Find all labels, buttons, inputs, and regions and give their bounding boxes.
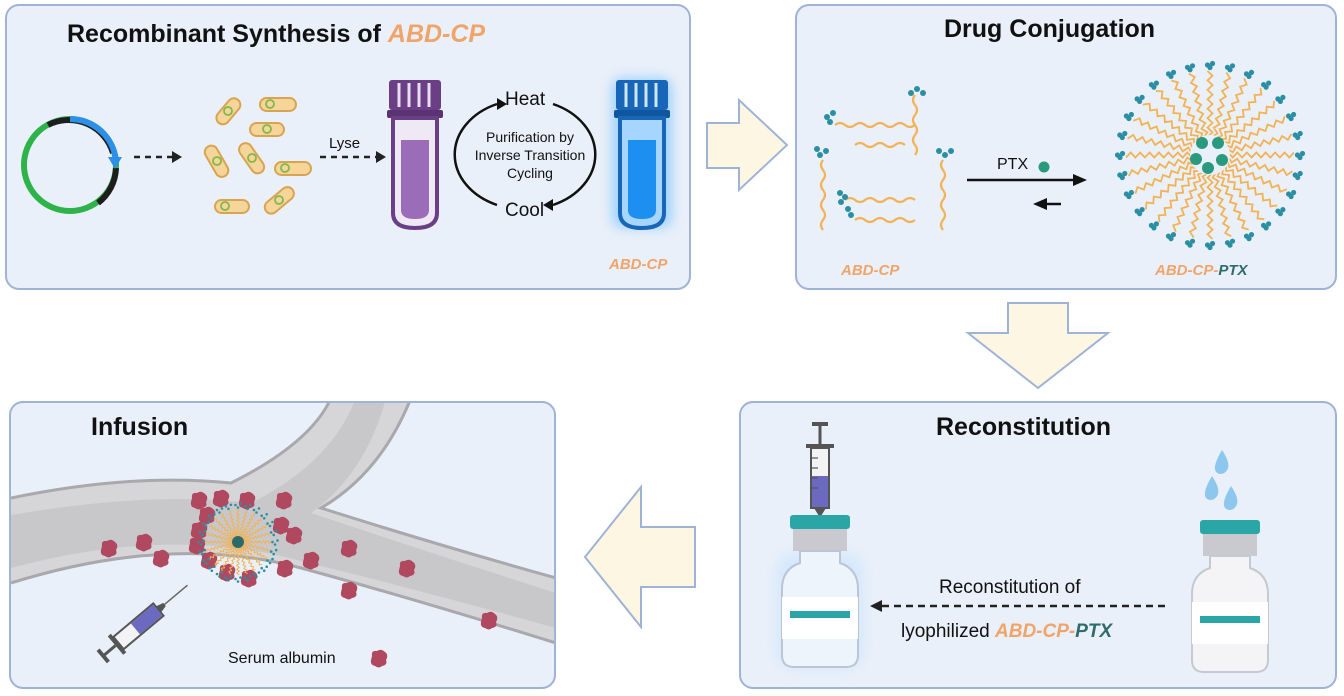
water-drops-icon [1204, 450, 1238, 510]
lyophilized-vial-icon [1191, 520, 1269, 673]
purification-line3: Cycling [507, 165, 553, 181]
ptx-label: PTX [997, 156, 1029, 173]
reconstitution-caption-line1: Reconstitution of [939, 577, 1081, 598]
free-polymer-chains [814, 86, 954, 231]
reconstitution-caption-b: PTX [1075, 621, 1113, 642]
panel-synthesis [5, 4, 691, 290]
reconstitution-caption-prefix: lyophilized [901, 621, 995, 642]
flow-arrow-down [965, 302, 1111, 390]
conjugation-left-label: ABD-CP [841, 262, 900, 279]
purification-line2: Inverse Transition [474, 147, 586, 163]
heat-label: Heat [505, 89, 546, 110]
synthesis-title: Recombinant Synthesis of ABD-CP [67, 20, 485, 49]
product-tube-icon [612, 78, 672, 231]
itc-cycle-icon [453, 98, 597, 211]
conjugation-right-label: ABD-CP-PTX [1155, 262, 1248, 279]
reconstitution-caption-a: ABD-CP- [995, 621, 1076, 642]
glowing-vial-icon [778, 515, 862, 668]
bacteria-icon [203, 97, 312, 215]
infusion-title: Infusion [91, 413, 189, 441]
synthesis-product-label: ABD-CP [609, 256, 668, 273]
micelle-icon [1114, 60, 1306, 251]
plasmid-icon [21, 115, 122, 214]
reconstitution-title: Reconstitution [936, 413, 1111, 441]
reconstitution-caption-line2: lyophilized ABD-CP-PTX [901, 621, 1112, 643]
dashed-arrow-reconstitution [870, 600, 1166, 612]
serum-albumin-legend-icon [370, 649, 388, 668]
panel-infusion [9, 401, 556, 689]
flow-arrow-left [583, 484, 696, 630]
micelle-in-vessel-icon [197, 502, 279, 583]
syringe-icon [806, 422, 834, 548]
ptx-drug-icon [1038, 161, 1050, 173]
cool-label: Cool [505, 200, 545, 221]
lysate-tube-icon [387, 80, 443, 231]
synthesis-title-accent: ABD-CP [387, 20, 486, 48]
dashed-arrow-2 [320, 151, 386, 163]
conjugation-right-label-a: ABD-CP- [1155, 262, 1219, 279]
equilibrium-arrows [967, 174, 1087, 210]
synthesis-title-prefix: Recombinant Synthesis of [67, 20, 388, 48]
infusion-syringe-icon [96, 584, 188, 664]
serum-albumin-label: Serum albumin [228, 650, 336, 667]
conjugation-right-label-b: PTX [1218, 262, 1248, 279]
dashed-arrow-1 [134, 151, 182, 163]
lyse-label: Lyse [329, 135, 361, 152]
panel-conjugation [795, 4, 1337, 290]
purification-line1: Purification by [486, 129, 574, 145]
conjugation-title: Drug Conjugation [944, 15, 1156, 43]
flow-arrow-right [706, 97, 789, 193]
